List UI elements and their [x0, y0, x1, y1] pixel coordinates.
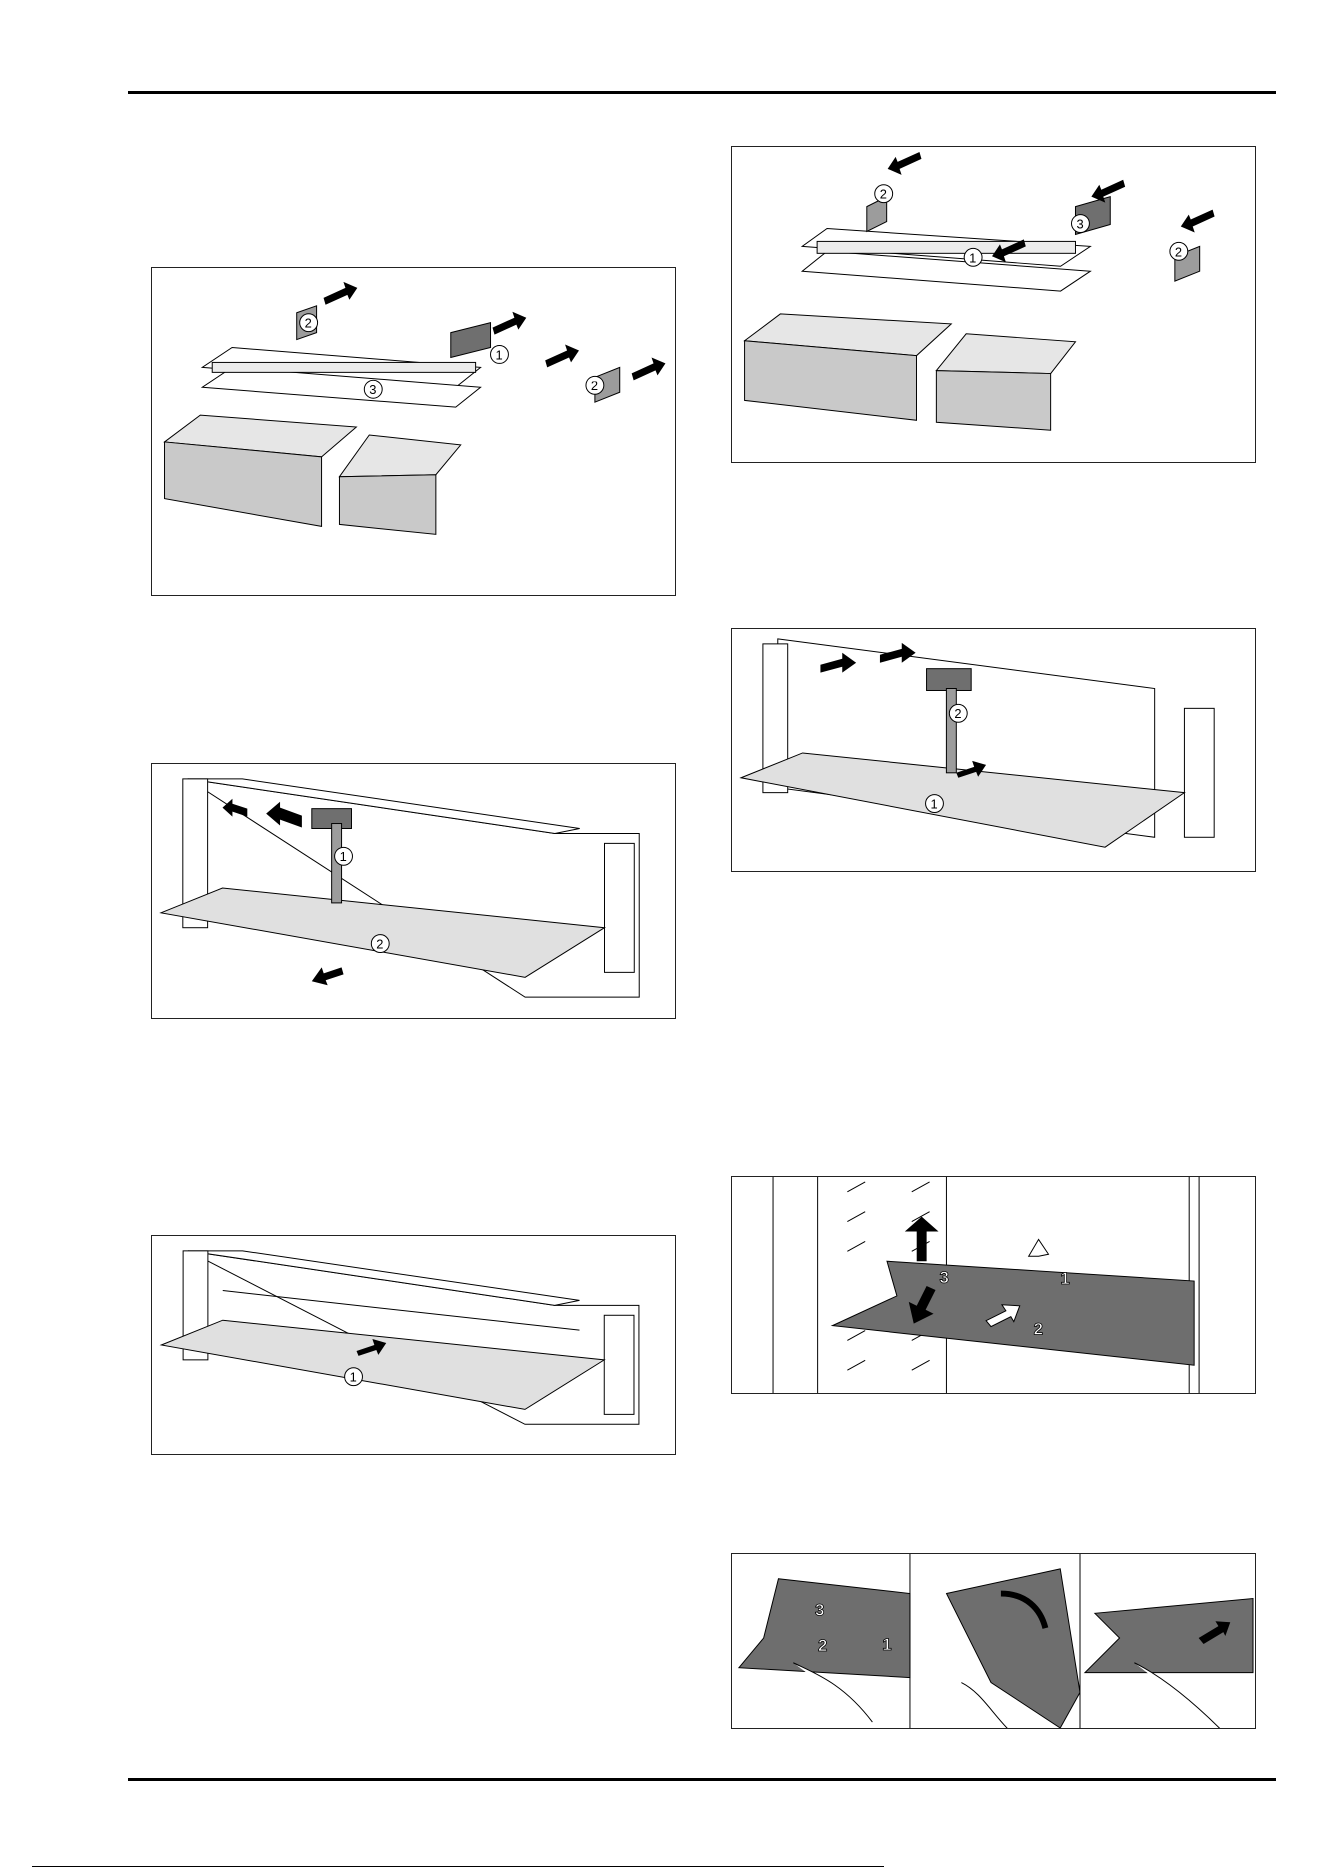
figure-callout: 1: [491, 346, 509, 364]
figure-callout: 1: [345, 1368, 363, 1386]
figure-callout: 2: [586, 376, 604, 394]
svg-text:2: 2: [1175, 244, 1182, 259]
svg-text:1: 1: [350, 1370, 357, 1385]
figure-shelf-removal: 3 1 2: [731, 1176, 1256, 1394]
svg-text:2: 2: [591, 378, 598, 393]
svg-text:3: 3: [369, 382, 376, 397]
svg-text:1: 1: [1060, 1269, 1069, 1288]
figure-callout: 2: [875, 185, 893, 203]
svg-text:2: 2: [376, 937, 383, 952]
footer-rule: [128, 1778, 1276, 1781]
figure-callout: 1: [964, 248, 982, 266]
svg-text:3: 3: [1076, 216, 1083, 231]
svg-text:1: 1: [882, 1635, 891, 1654]
svg-text:2: 2: [1034, 1320, 1043, 1339]
svg-text:2: 2: [880, 187, 887, 202]
svg-text:1: 1: [340, 849, 347, 864]
svg-text:2: 2: [818, 1636, 827, 1655]
svg-text:2: 2: [954, 706, 961, 721]
svg-text:1: 1: [969, 250, 976, 265]
figure-cover-removal: 1 2: [151, 763, 676, 1019]
figure-callout: 2: [300, 314, 318, 332]
figure-callout: 3: [1072, 215, 1090, 233]
figure-callout: 2: [371, 935, 389, 953]
svg-text:3: 3: [940, 1268, 949, 1287]
figure-callout: 2: [949, 704, 967, 722]
figure-callout: 3: [364, 380, 382, 398]
figure-drawer-frame-installation: 2 3 2 1: [731, 146, 1256, 463]
svg-text:1: 1: [495, 347, 502, 362]
bottom-thin-rule: [32, 1866, 884, 1867]
figure-callout: 1: [335, 847, 353, 865]
header-rule: [128, 91, 1276, 94]
figure-drawer-frame-removal: 2 1 2 3: [151, 267, 676, 596]
svg-text:1: 1: [931, 797, 938, 812]
figure-cover-installation: 2 1: [731, 628, 1256, 872]
figure-cover-pushed-in: 1: [151, 1235, 676, 1455]
svg-text:2: 2: [305, 316, 312, 331]
figure-callout: 1: [926, 795, 944, 813]
svg-text:3: 3: [815, 1600, 824, 1619]
figure-shelf-reinsertion: 3 2 1: [731, 1553, 1256, 1729]
figure-callout: 2: [1170, 242, 1188, 260]
